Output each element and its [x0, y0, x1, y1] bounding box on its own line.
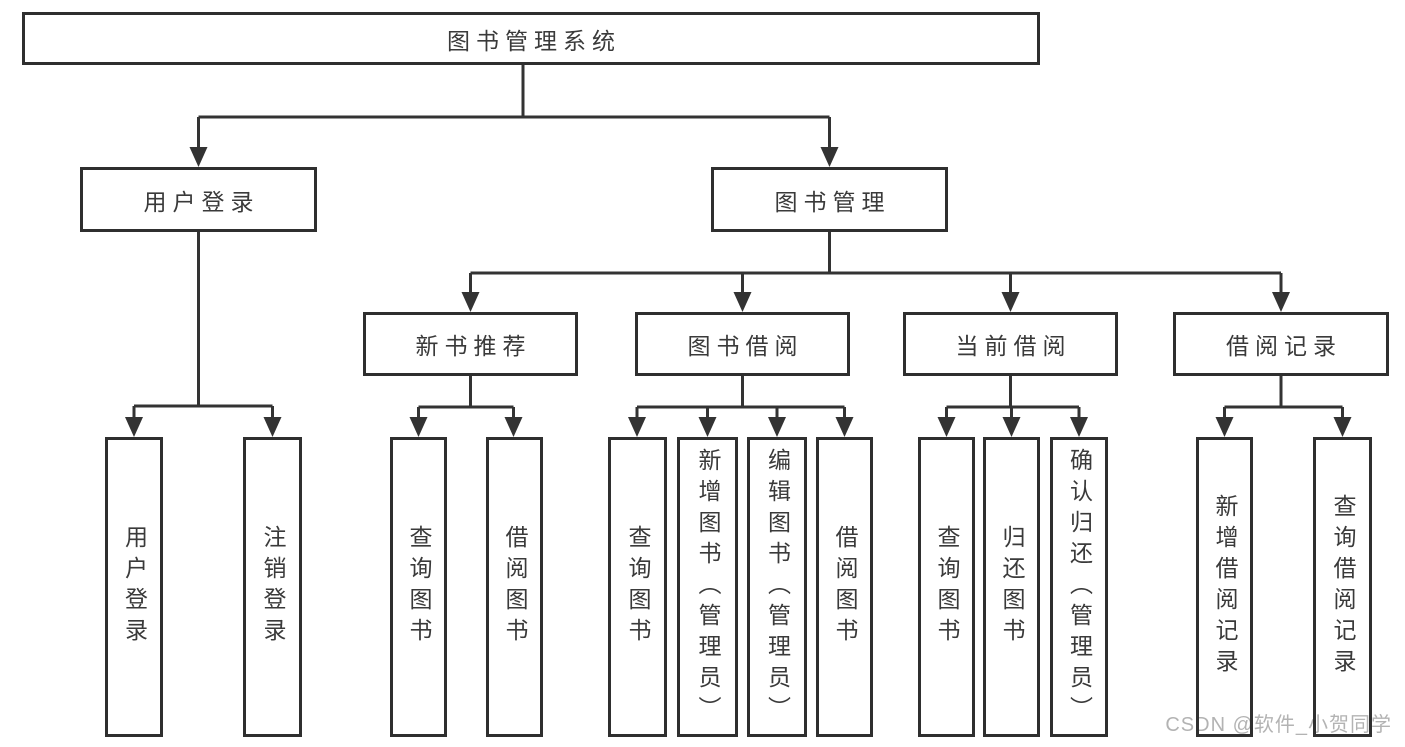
arrowhead-new-book-recommend — [461, 292, 480, 312]
connector-root-branch — [197, 65, 831, 149]
node-root: 图书管理系统 — [22, 12, 1040, 65]
leaf-add-books-admin: 新增图书（管理员） — [677, 437, 738, 737]
leaf-user-login: 用户登录 — [105, 437, 163, 737]
leaf-borrow-books-label: 借阅图书 — [832, 525, 858, 649]
arrowhead-leaf-query-books-current — [937, 417, 956, 437]
leaf-logout-label: 注销登录 — [260, 525, 286, 649]
node-book-borrow: 图书借阅 — [635, 312, 850, 376]
leaf-query-books-current-label: 查询图书 — [934, 525, 960, 649]
connector-new-book-branch — [417, 376, 515, 420]
node-book-management-label: 图书管理 — [774, 188, 891, 215]
leaf-query-books-recommend-label: 查询图书 — [406, 525, 432, 649]
arrowhead-book-management — [820, 147, 839, 167]
leaf-borrow-books-recommend-label: 借阅图书 — [502, 525, 528, 649]
arrowhead-leaf-confirm-return — [1070, 417, 1088, 437]
arrowhead-leaf-user-login — [125, 417, 143, 437]
node-user-login: 用户登录 — [80, 167, 317, 232]
connector-user-login-branch — [132, 232, 274, 420]
arrowhead-leaf-add-books — [698, 417, 717, 437]
leaf-logout: 注销登录 — [243, 437, 302, 737]
leaf-query-books-borrow: 查询图书 — [608, 437, 667, 737]
node-book-management: 图书管理 — [711, 167, 948, 232]
arrowhead-user-login — [189, 147, 208, 167]
node-current-borrow-label: 当前借阅 — [955, 333, 1072, 359]
node-user-login-label: 用户登录 — [143, 188, 260, 215]
leaf-query-books-current: 查询图书 — [918, 437, 975, 737]
leaf-add-borrow-record-label: 新增借阅记录 — [1212, 494, 1238, 680]
arrowhead-leaf-query-books-recommend — [409, 417, 428, 437]
leaf-add-books-admin-label: 新增图书（管理员） — [695, 447, 721, 727]
csdn-watermark: CSDN @软件_小贺同学 — [1165, 714, 1392, 736]
arrowhead-leaf-logout — [263, 417, 282, 437]
leaf-return-books: 归还图书 — [983, 437, 1040, 737]
leaf-add-borrow-record: 新增借阅记录 — [1196, 437, 1253, 737]
arrowhead-leaf-query-books-borrow — [628, 417, 646, 437]
connector-current-borrow-branch — [945, 376, 1081, 420]
leaf-edit-books-admin-label: 编辑图书（管理员） — [764, 447, 791, 727]
node-new-book-recommend-label: 新书推荐 — [415, 333, 532, 359]
leaf-query-books-recommend: 查询图书 — [390, 437, 447, 737]
arrowhead-book-borrow — [733, 292, 752, 312]
leaf-borrow-books-recommend: 借阅图书 — [486, 437, 543, 737]
connector-borrow-records-branch — [1223, 376, 1344, 420]
leaf-query-books-borrow-label: 查询图书 — [625, 525, 651, 649]
node-new-book-recommend: 新书推荐 — [363, 312, 578, 376]
arrowhead-leaf-add-borrow-record — [1215, 417, 1234, 437]
leaf-borrow-books: 借阅图书 — [816, 437, 873, 737]
arrowhead-leaf-borrow-books — [835, 417, 854, 437]
arrowhead-leaf-query-borrow-record — [1333, 417, 1352, 437]
leaf-user-login-label: 用户登录 — [121, 525, 148, 649]
arrowhead-leaf-borrow-books-recommend — [504, 417, 523, 437]
leaf-return-books-label: 归还图书 — [999, 525, 1025, 649]
node-book-borrow-label: 图书借阅 — [687, 333, 804, 359]
leaf-confirm-return-admin-label: 确认归还（管理员） — [1066, 447, 1093, 727]
arrowhead-leaf-edit-books — [768, 417, 786, 437]
leaf-edit-books-admin: 编辑图书（管理员） — [747, 437, 807, 737]
connector-book-borrow-branch — [635, 376, 846, 420]
arrowhead-borrow-records — [1272, 292, 1290, 312]
leaf-query-borrow-record-label: 查询借阅记录 — [1330, 494, 1356, 680]
leaf-confirm-return-admin: 确认归还（管理员） — [1050, 437, 1108, 737]
leaf-query-borrow-record: 查询借阅记录 — [1313, 437, 1372, 737]
connector-book-management-branch — [469, 232, 1283, 294]
node-borrow-records-label: 借阅记录 — [1226, 333, 1342, 359]
node-current-borrow: 当前借阅 — [903, 312, 1118, 376]
arrowhead-leaf-return-books — [1002, 417, 1021, 437]
arrowhead-current-borrow — [1001, 292, 1020, 312]
node-borrow-records: 借阅记录 — [1173, 312, 1389, 376]
node-root-label: 图书管理系统 — [447, 27, 621, 54]
